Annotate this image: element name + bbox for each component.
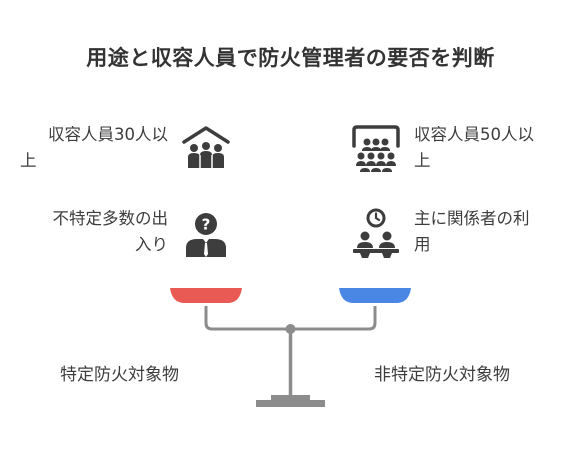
page-title: 用途と収容人員で防火管理者の要否を判断 bbox=[86, 46, 495, 70]
right-usage-line2: 用 bbox=[414, 235, 431, 254]
right-usage-label: 主に関係者の利 用 bbox=[414, 206, 564, 258]
staff-meeting-icon bbox=[353, 208, 399, 258]
left-capacity-line1: 収容人員30人以 bbox=[48, 125, 168, 144]
scale-base bbox=[256, 400, 325, 407]
right-category-label: 非特定防火対象物 bbox=[374, 365, 510, 385]
left-capacity-label: 収容人員30人以 上 bbox=[20, 122, 168, 174]
left-category-label: 特定防火対象物 bbox=[60, 365, 179, 385]
left-usage-line2: 入り bbox=[135, 235, 168, 254]
right-pan bbox=[339, 288, 411, 303]
left-pan bbox=[170, 288, 242, 303]
right-capacity-line2: 上 bbox=[414, 151, 431, 170]
scale-base-top bbox=[271, 395, 310, 400]
left-capacity-line2: 上 bbox=[20, 151, 37, 170]
right-usage-line1: 主に関係者の利 bbox=[414, 209, 530, 228]
left-usage-line1: 不特定多数の出 bbox=[52, 209, 169, 228]
left-usage-label: 不特定多数の出 入り bbox=[20, 206, 169, 258]
anonymous-person-icon: ? bbox=[186, 213, 226, 257]
people-under-roof-icon bbox=[182, 126, 230, 168]
scale-pivot bbox=[285, 324, 296, 334]
right-capacity-label: 収容人員50人以 上 bbox=[414, 122, 564, 174]
svg-text:?: ? bbox=[202, 216, 211, 234]
right-capacity-line1: 収容人員50人以 bbox=[414, 125, 534, 144]
audience-screen-icon bbox=[352, 125, 400, 172]
